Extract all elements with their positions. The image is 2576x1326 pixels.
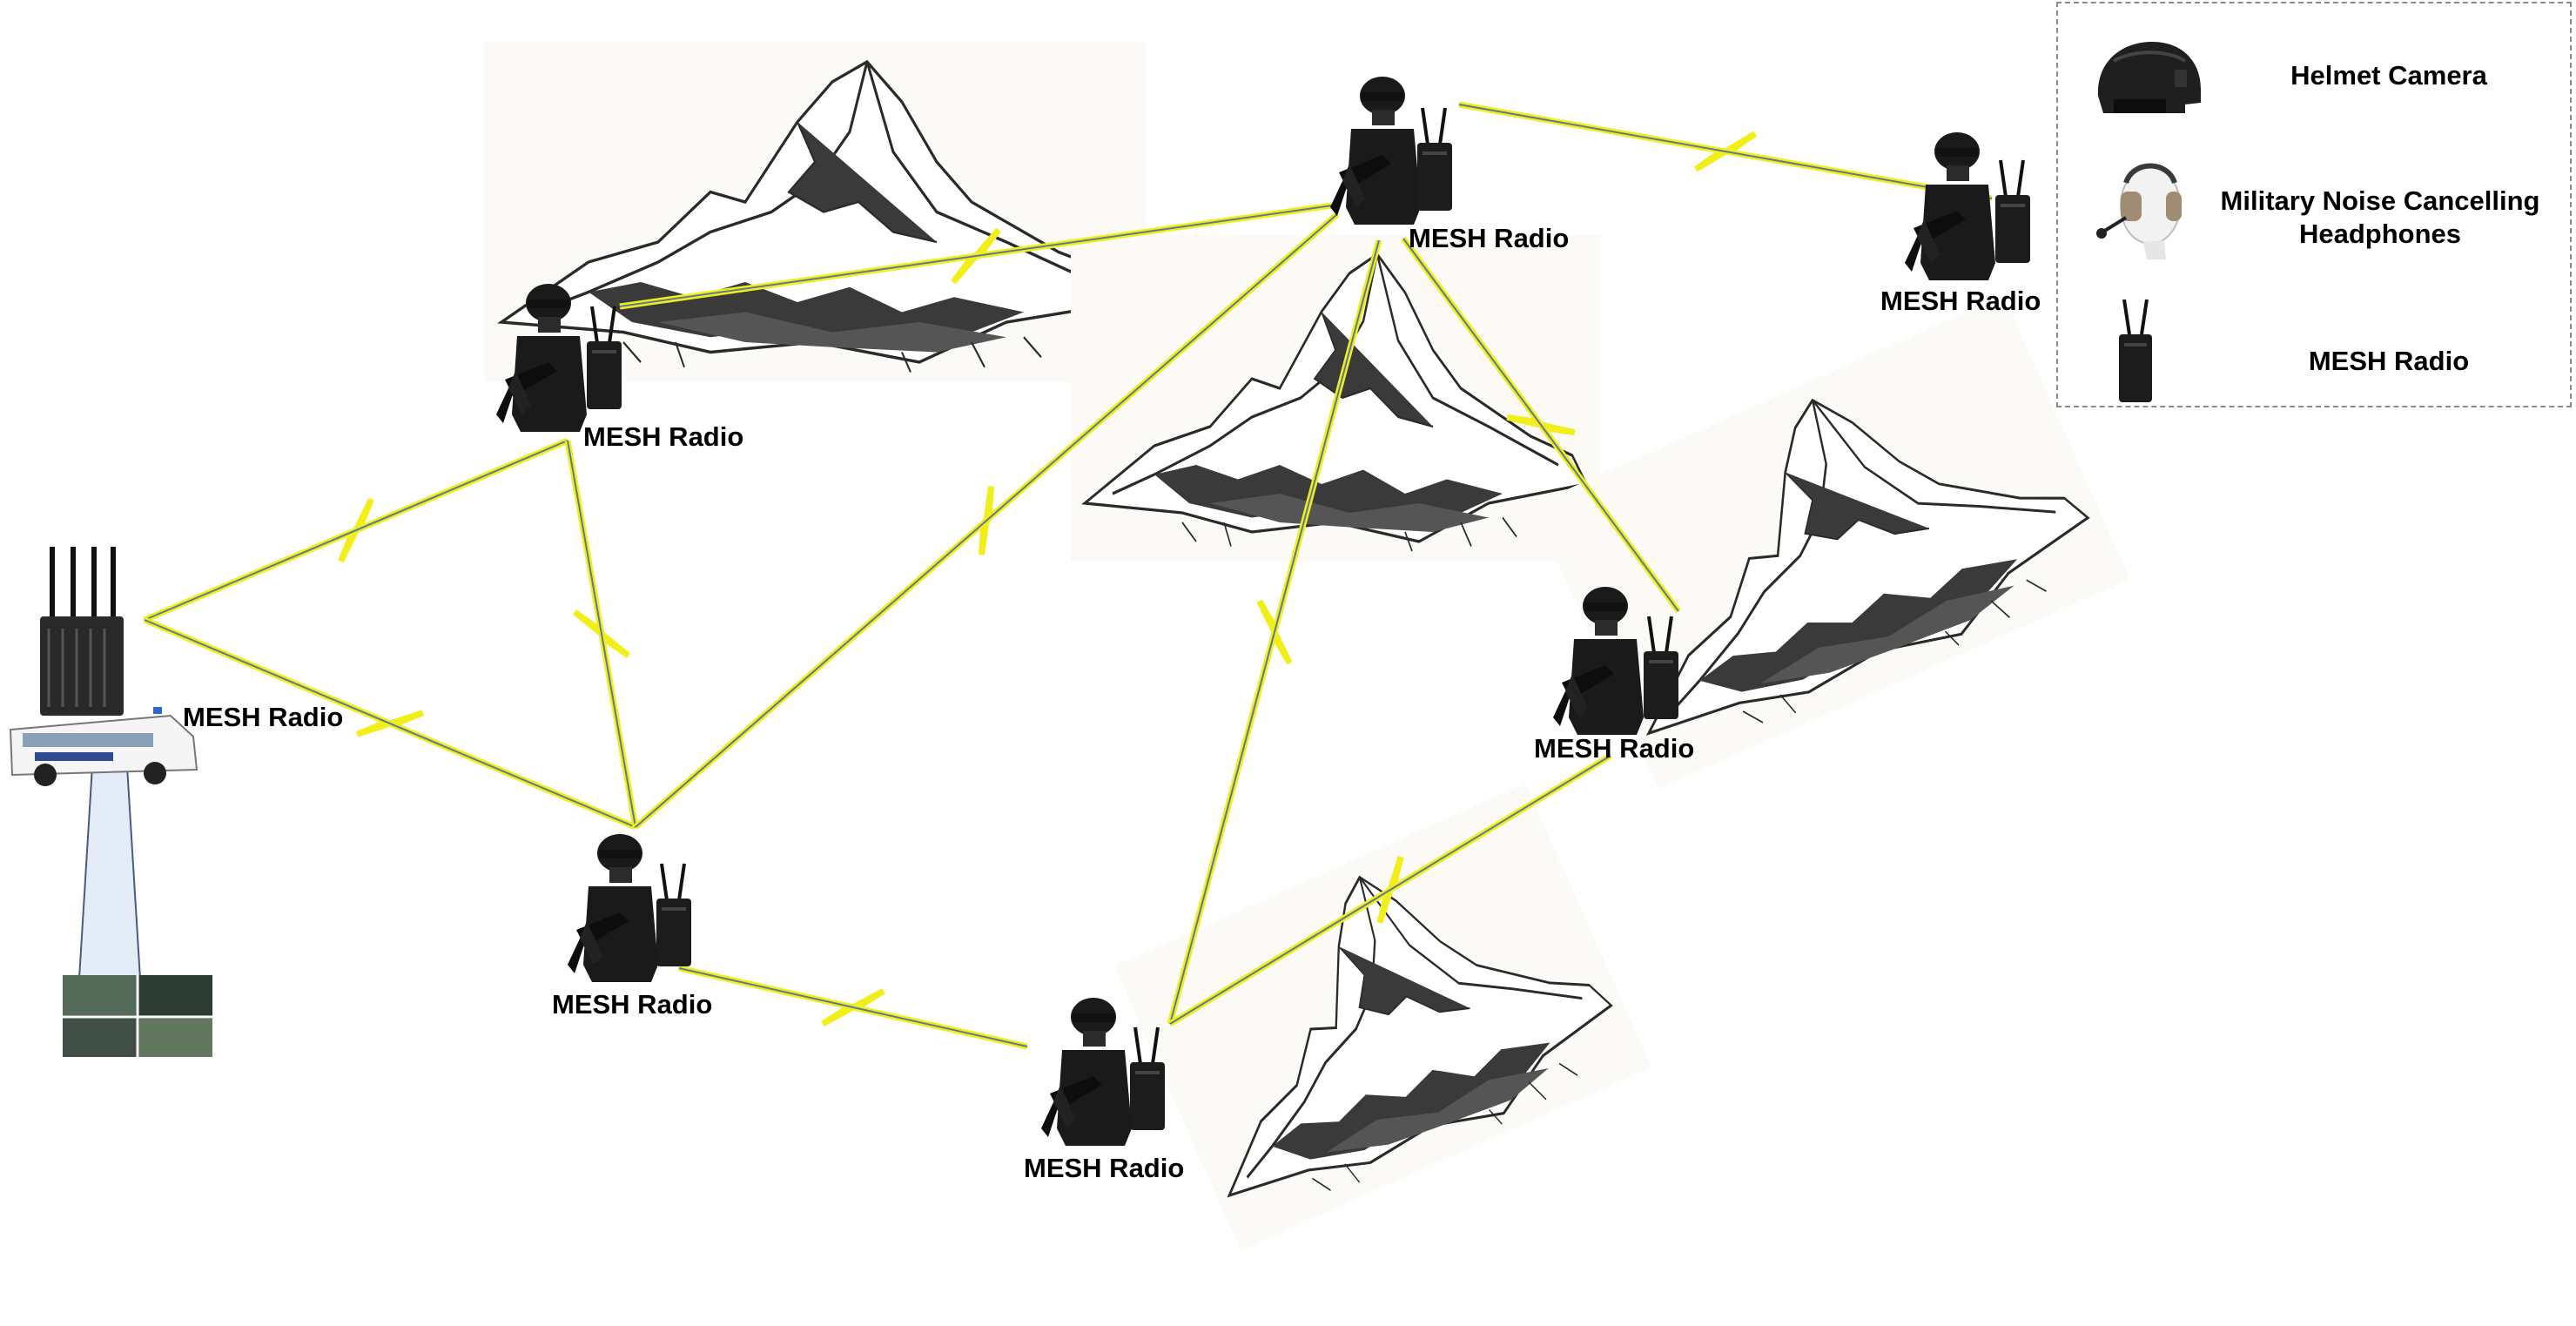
legend-label-mesh-radio: MESH Radio: [2308, 346, 2470, 376]
node-label-southwest: MESH Radio: [552, 989, 713, 1020]
node-label-east: MESH Radio: [1534, 733, 1695, 764]
mountain-sketch: [1113, 782, 1653, 1252]
legend: Helmet Camera Military Noise Cancelling …: [2056, 2, 2572, 407]
wireless-link-line: [635, 213, 1338, 828]
video-feed-thumbnails: [63, 975, 212, 1057]
node-label-northwest: MESH Radio: [583, 421, 744, 452]
wireless-link-line: [144, 619, 636, 828]
node-label-base-station: MESH Radio: [183, 702, 344, 732]
command-vehicle: [9, 707, 198, 786]
soldier-node: [1905, 132, 2032, 280]
noise-cancelling-headphones-icon: [2096, 163, 2182, 259]
soldier-node: [1330, 77, 1454, 225]
wireless-link-line: [1458, 104, 1993, 199]
mesh-radio-icon: [2119, 300, 2152, 402]
wireless-link-line: [144, 440, 568, 621]
node-label-northeast: MESH Radio: [1880, 286, 2041, 316]
mountain-sketch: [482, 40, 1147, 384]
wireless-link-line: [678, 967, 1028, 1047]
wireless-link-line: [1169, 239, 1380, 1025]
legend-label-helmet-camera: Helmet Camera: [2290, 60, 2487, 91]
helmet-camera-icon: [2097, 42, 2201, 113]
wireless-link-line: [567, 440, 636, 828]
soldier-node: [568, 834, 693, 982]
wireless-link-line: [1402, 238, 1679, 612]
wireless-link-line: [1169, 755, 1611, 1025]
legend-label-headphones: Military Noise Cancelling Headphones: [2220, 185, 2540, 249]
wireless-links: [143, 101, 1993, 1050]
node-label-south: MESH Radio: [1024, 1153, 1185, 1183]
base-station-radio: [40, 547, 124, 716]
wireless-link-line: [619, 205, 1333, 307]
node-label-north: MESH Radio: [1409, 223, 1570, 253]
